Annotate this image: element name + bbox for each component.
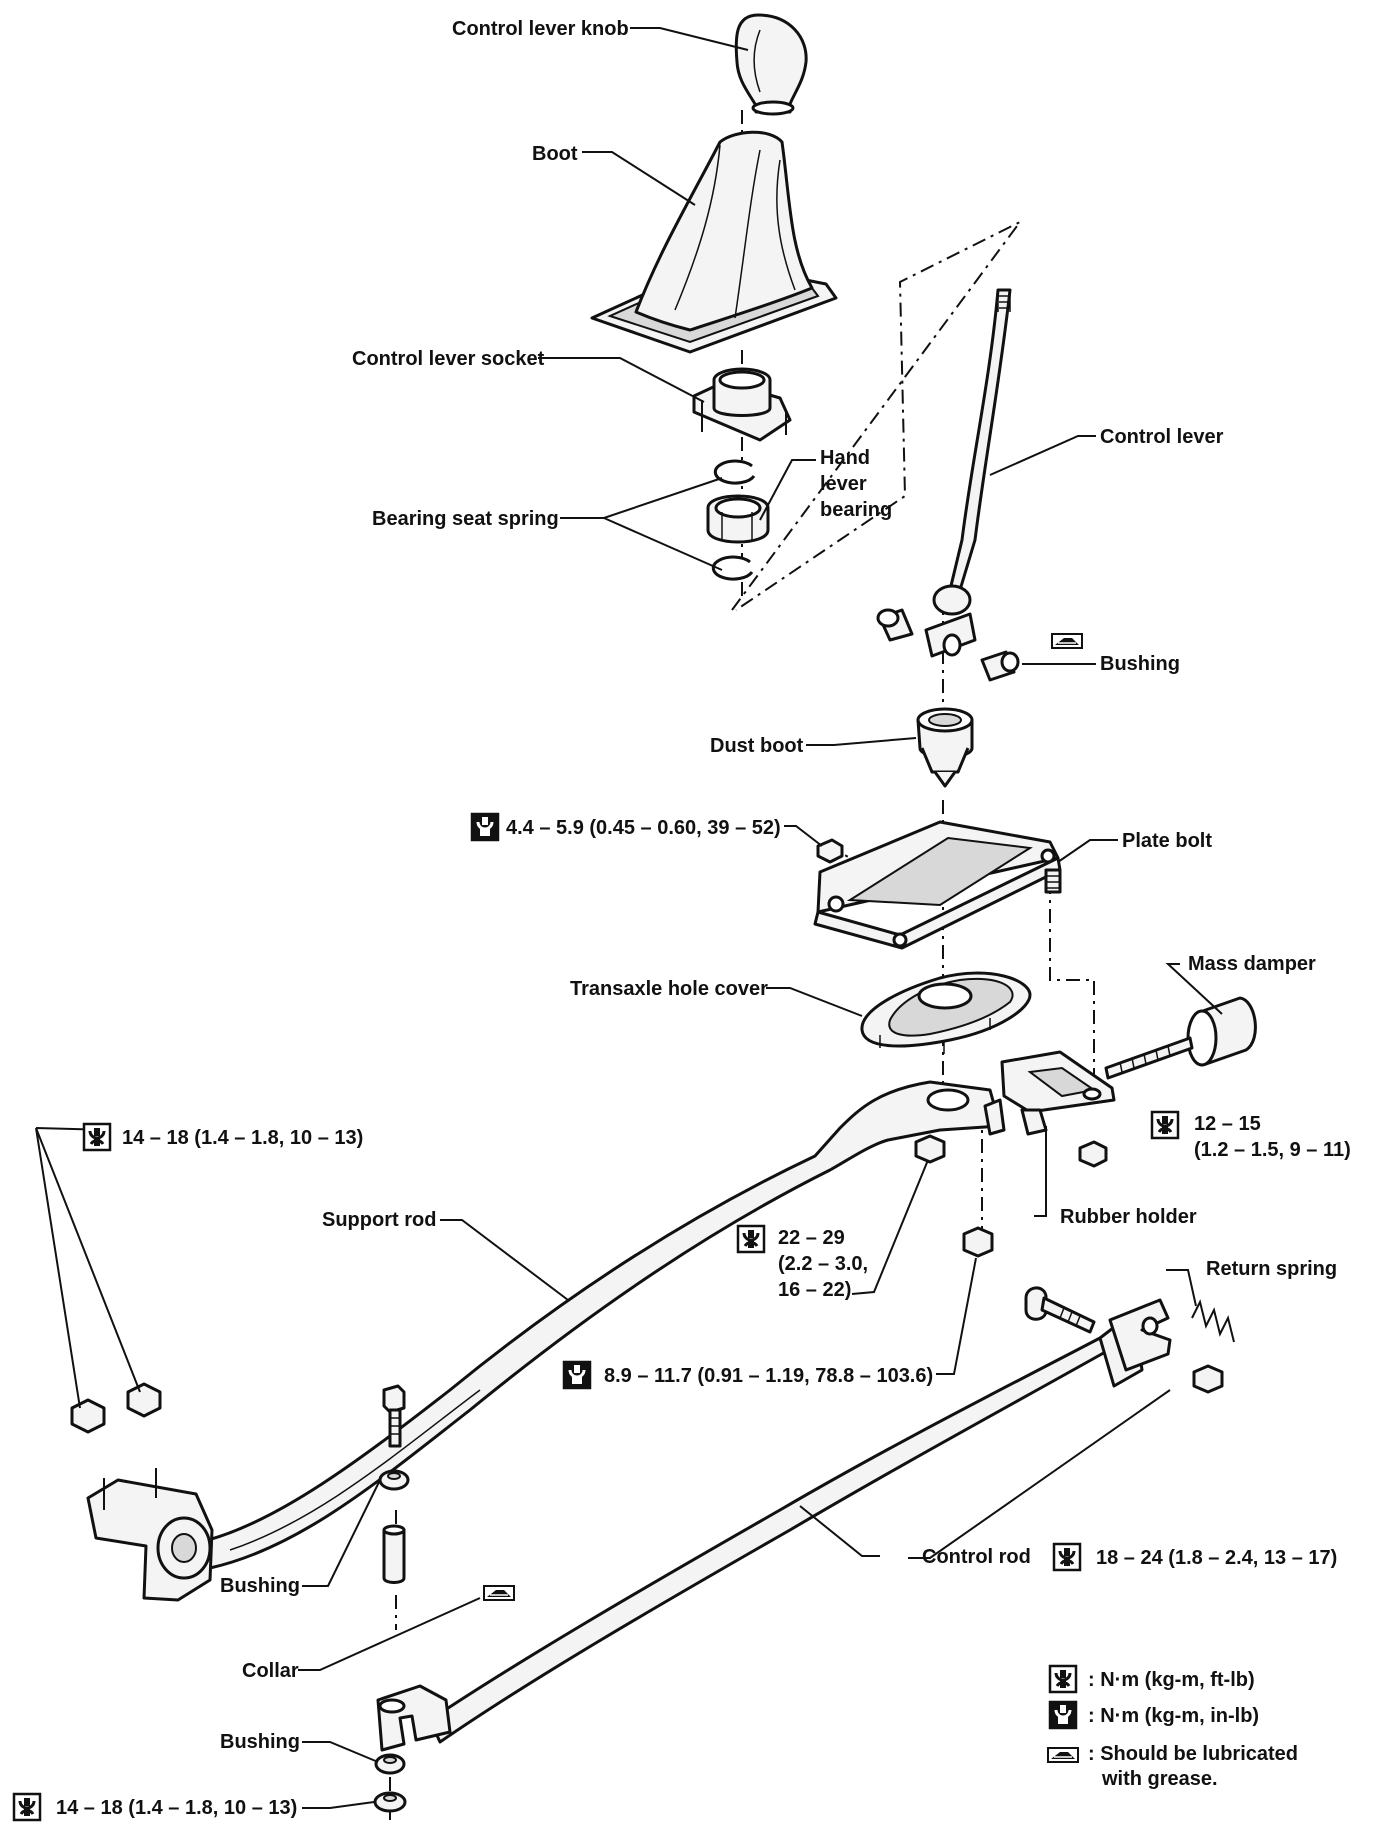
torque-nut: 8.9 – 11.7 (0.91 – 1.19, 78.8 – 103.6) [604,1365,933,1387]
control-rod-bolt [1024,1286,1096,1334]
torque-bracket-2: (2.2 – 3.0, [778,1253,868,1275]
return-spring [1191,1299,1235,1343]
label-hand-lever-bearing-3: bearing [820,499,892,521]
rod-end-bolt [382,1384,406,1448]
leader-lines [35,27,1223,1809]
grease-icon [483,1585,515,1601]
control-lever-knob [734,13,808,116]
legend-grease-2: with grease. [1101,1768,1218,1790]
label-bushing-upper: Bushing [220,1575,300,1597]
torque-bracket-3: 16 – 22) [778,1279,851,1301]
torque-control-rod: 18 – 24 (1.8 – 2.4, 13 – 17) [1096,1547,1337,1569]
hand-lever-bearing [706,494,770,544]
control-rod [428,1298,1172,1744]
label-transaxle-hole-cover: Transaxle hole cover [570,978,768,1000]
label-bearing-seat-spring: Bearing seat spring [372,508,559,530]
dust-boot [916,707,974,788]
control-rod-end [376,1684,452,1752]
torque-wrench-filled-icon [562,1360,592,1390]
torque-wrench-icon [12,1792,42,1822]
legend-torque-in-lb: : N·m (kg-m, in-lb) [1088,1705,1259,1727]
torque-rubber-holder-2: (1.2 – 1.5, 9 – 11) [1194,1139,1351,1161]
grease-icon [1047,1747,1079,1763]
label-control-lever-knob: Control lever knob [452,18,629,40]
support-rod-nut-right [126,1382,162,1418]
bearing-seat-spring-upper [713,459,756,485]
label-mass-damper: Mass damper [1188,953,1316,975]
nut-lower [962,1226,994,1258]
bracket-nut [914,1134,946,1164]
label-rubber-holder: Rubber holder [1060,1206,1197,1228]
label-plate-bolt: Plate bolt [1122,830,1212,852]
torque-wrench-icon [736,1224,766,1254]
torque-support-rod: 14 – 18 (1.4 – 1.8, 10 – 13) [122,1127,363,1149]
label-support-rod: Support rod [322,1209,436,1231]
grease-icon [1051,633,1083,649]
label-hand-lever-bearing-2: lever [820,473,867,495]
support-rod-nut-left [70,1398,106,1434]
label-bushing-lower: Bushing [220,1731,300,1753]
bushing-upper-part [378,1469,410,1491]
torque-wrench-filled-icon [1048,1700,1078,1730]
boot [590,130,838,354]
label-dust-boot: Dust boot [710,735,804,757]
legend-grease-1: : Should be lubricated [1088,1743,1298,1765]
bushing-lower-part [374,1753,406,1775]
bearing-seat-spring-lower [711,555,754,581]
control-lever-socket [692,367,792,442]
control-rod-nut [1192,1364,1224,1394]
rubber-holder-nut [1078,1140,1108,1168]
label-return-spring: Return spring [1206,1258,1337,1280]
collar-part [382,1524,406,1584]
torque-wrench-icon [1048,1664,1078,1694]
bushing-right [980,650,1020,682]
legend: : N·m (kg-m, ft-lb) : N·m (kg-m, in-lb) … [1088,1669,1298,1790]
plate-bolt-nut [816,838,844,864]
control-lever [924,288,1012,658]
support-rod-mount [86,1468,214,1602]
torque-wrench-icon [1052,1542,1082,1572]
label-control-lever-socket: Control lever socket [352,348,545,370]
torque-bracket-1: 22 – 29 [778,1227,845,1249]
cover-plate [813,820,1062,950]
label-boot: Boot [532,143,578,165]
torque-plate-bolt: 4.4 – 5.9 (0.45 – 0.60, 39 – 52) [506,817,781,839]
label-control-lever: Control lever [1100,426,1224,448]
legend-torque-ft-lb: : N·m (kg-m, ft-lb) [1088,1669,1255,1691]
label-hand-lever-bearing-1: Hand [820,447,870,469]
transaxle-hole-cover [860,971,1032,1054]
torque-wrench-icon [82,1122,112,1152]
torque-bottom: 14 – 18 (1.4 – 1.8, 10 – 13) [56,1797,297,1819]
torque-rubber-holder-1: 12 – 15 [1194,1113,1261,1135]
bottom-nut [373,1791,407,1813]
support-rod [206,1080,1006,1570]
label-control-rod: Control rod [922,1546,1031,1568]
bushing-left [876,608,914,642]
label-bushing-top: Bushing [1100,653,1180,675]
torque-wrench-filled-icon [470,812,500,842]
plate-bolt [1044,868,1062,894]
torque-wrench-icon [1150,1110,1180,1140]
label-collar: Collar [242,1660,299,1682]
mass-damper [1104,996,1257,1080]
rubber-holder [1000,1050,1116,1136]
